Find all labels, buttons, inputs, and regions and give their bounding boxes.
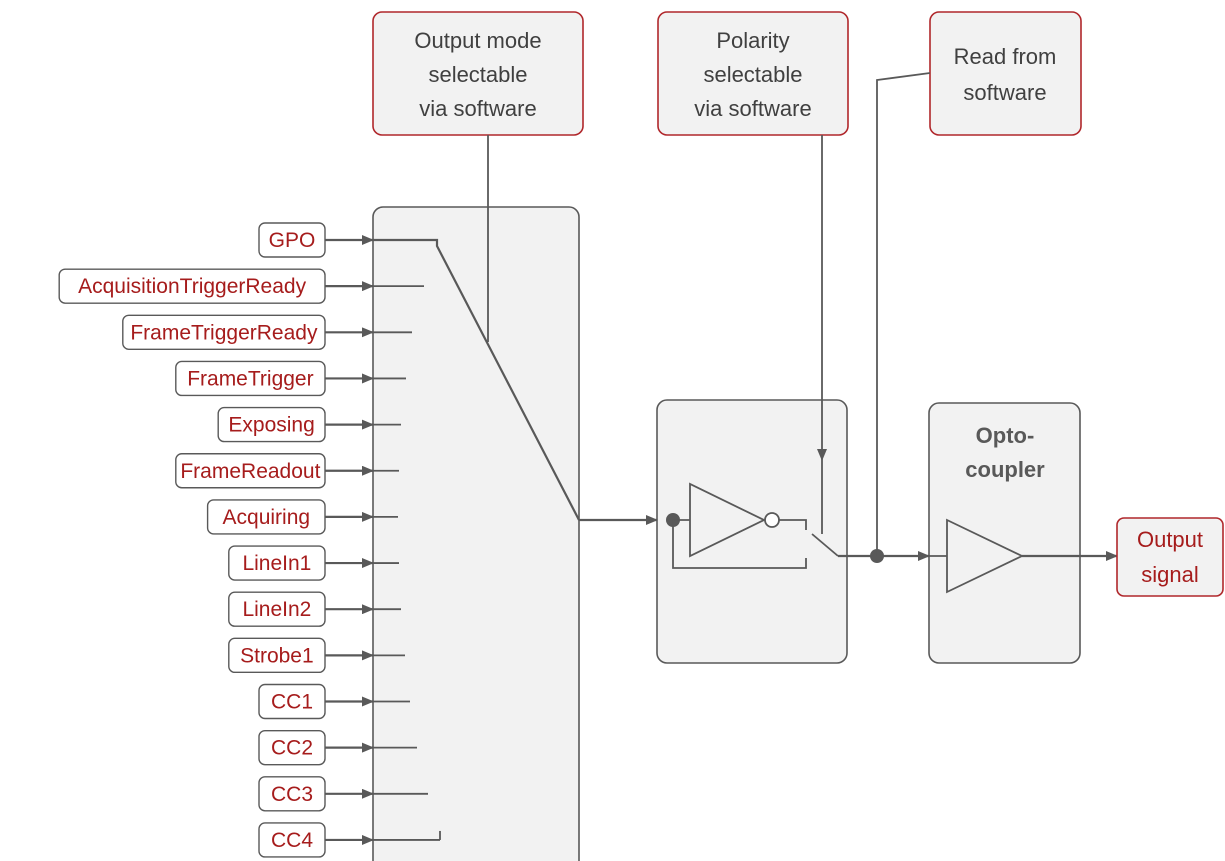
inverter-circuit — [666, 135, 839, 569]
output-mode-line-1: Output mode — [414, 28, 541, 53]
inverter-bubble — [764, 512, 780, 528]
output-mode-line-3: via software — [419, 96, 536, 121]
output-label-2: signal — [1141, 562, 1198, 587]
signal-label: FrameTriggerReady — [130, 321, 318, 344]
read-from-software-note: Read from software — [929, 11, 1082, 136]
signal-acquisitiontriggerready: AcquisitionTriggerReady — [58, 268, 424, 304]
multiplexer-block — [372, 206, 580, 861]
signal-acquiring: Acquiring — [206, 499, 398, 535]
signal-label: Strobe1 — [240, 644, 314, 667]
signal-cc2: CC2 — [258, 729, 417, 766]
polarity-line-3: via software — [694, 96, 811, 121]
signal-label: CC4 — [271, 829, 313, 852]
polarity-switch — [811, 533, 839, 557]
readback-line — [876, 72, 931, 556]
output-label-1: Output — [1137, 527, 1203, 552]
polarity-line-2: selectable — [703, 62, 802, 87]
signal-frametriggerready: FrameTriggerReady — [122, 314, 412, 350]
signal-label: CC2 — [271, 737, 313, 760]
polarity-note: Polarity selectable via software — [657, 11, 849, 136]
optocoupler-block: Opto- coupler — [928, 402, 1081, 664]
signal-label: AcquisitionTriggerReady — [78, 275, 306, 298]
input-signals: GPO AcquisitionTriggerReadyFrameTriggerRe… — [58, 222, 441, 858]
selector-switch-line — [373, 238, 580, 521]
optocoupler-label-1: Opto- — [976, 423, 1035, 448]
optocoupler-label-2: coupler — [965, 457, 1045, 482]
signal-framereadout: FrameReadout — [175, 453, 399, 489]
signal-cc1: CC1 — [258, 683, 410, 720]
output-mode-line-2: selectable — [428, 62, 527, 87]
read-from-line-2: software — [963, 80, 1046, 105]
output-signal-box: Output signal — [1116, 517, 1224, 597]
signal-label: GPO — [269, 229, 316, 252]
signal-cc3: CC3 — [258, 776, 428, 812]
inverter-triangle — [689, 482, 767, 558]
signal-label: CC3 — [271, 783, 313, 806]
signal-label: Acquiring — [223, 506, 311, 529]
signal-frametrigger: FrameTrigger — [175, 360, 406, 397]
signal-label: Exposing — [228, 414, 314, 437]
signal-label: FrameTrigger — [187, 367, 313, 390]
signal-strobe1: Strobe1 — [228, 637, 405, 674]
signal-linein2: LineIn2 — [228, 591, 401, 627]
signal-label: FrameReadout — [180, 460, 320, 483]
signal-exposing: Exposing — [217, 406, 401, 443]
signal-label: LineIn2 — [242, 598, 311, 621]
polarity-line-1: Polarity — [716, 28, 789, 53]
output-mode-note: Output mode selectable via software — [372, 11, 584, 136]
signal-gpo: GPO — [258, 222, 374, 258]
signal-linein1: LineIn1 — [228, 545, 399, 581]
signal-label: CC1 — [271, 691, 313, 714]
inverter-block — [656, 399, 848, 664]
read-from-line-1: Read from — [954, 44, 1057, 69]
signal-label: LineIn1 — [242, 552, 311, 575]
signal-cc4: CC4 — [258, 822, 441, 858]
